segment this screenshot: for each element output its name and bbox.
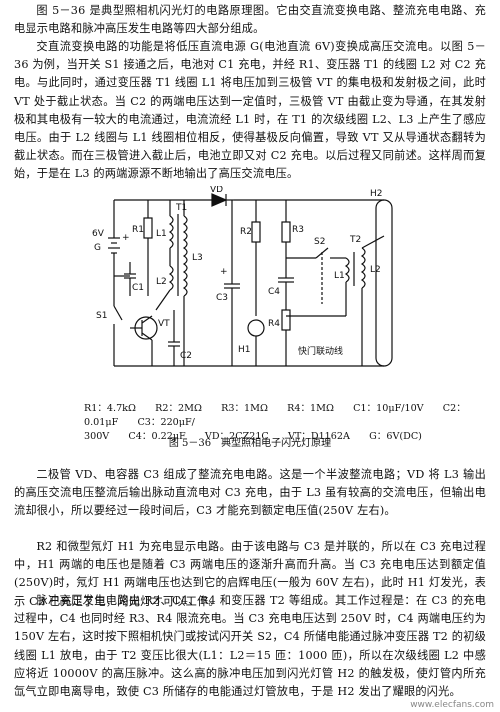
label-c1: C1: [132, 283, 144, 293]
figure-caption: 图 5－36 典型照相电子闪光灯原理: [168, 438, 332, 449]
label-vd: VD: [210, 186, 223, 195]
paragraph-intro: 图 5－36 是典型照相机闪光灯的电路原理图。它由交直流变换电路、整流充电电路、…: [14, 4, 486, 36]
parts-line-2: 300V C4：0.22μF VD：2CZ21C VT：D1162A G：6V(…: [84, 431, 422, 442]
watermark: www.elecfans.com: [410, 700, 494, 710]
label-r1: R1: [132, 225, 144, 235]
label-vt: VT: [158, 319, 170, 329]
label-h1: H1: [238, 345, 251, 355]
label-r2: R2: [240, 227, 252, 237]
label-g: G: [94, 243, 101, 253]
label-c2: C2: [180, 351, 192, 361]
paragraph-charge-indicator: R2 和微型氖灯 H1 为充电显示电路。由于该电路与 C3 是并联的，所以在 C…: [14, 540, 486, 608]
label-t1-l3: L3: [192, 253, 203, 263]
label-r4: R4: [268, 319, 280, 329]
label-t2: T2: [349, 235, 361, 245]
paragraph-ac-dc-conversion: 交直流变换电路的功能是将低压直流电源 G(电池直流 6V)变换成高压交流电。以图…: [14, 40, 486, 181]
label-plus-3: +: [220, 267, 228, 277]
label-plus-1: +: [122, 233, 130, 243]
paragraph-rectifier: 二极管 VD、电容器 C3 组成了整流充电电路。这是一个半波整流电路；VD 将 …: [14, 468, 486, 518]
label-t2-l2: L2: [370, 265, 381, 275]
label-t1-l2: L2: [156, 277, 167, 287]
label-t2-l1: L1: [334, 271, 345, 281]
paragraph-pulse-generator: 脉冲高压发生电路由 R3、C4、R4 和变压器 T2 等组成。其工作过程是：在 …: [14, 594, 486, 699]
label-t1: T1: [175, 203, 187, 213]
label-shutter-link: 快门联动线: [298, 345, 343, 357]
parts-line-1: R1：4.7kΩ R2：2MΩ R3：1MΩ R4：1MΩ C1：10μF/10…: [84, 403, 466, 428]
label-s2: S2: [314, 237, 325, 247]
label-6v: 6V: [92, 229, 105, 239]
label-c3: C3: [216, 293, 228, 303]
parts-list: R1：4.7kΩ R2：2MΩ R3：1MΩ R4：1MΩ C1：10μF/10…: [84, 402, 484, 444]
flash-circuit-diagram: 6V G + C1 S1 R1 T1 L1 L2 L3 VT C2 VD + C…: [92, 186, 393, 367]
label-s1: S1: [96, 311, 107, 321]
label-h2: H2: [370, 189, 383, 199]
label-r3: R3: [292, 225, 304, 235]
label-t1-l1: L1: [156, 229, 167, 239]
label-c4: C4: [268, 287, 280, 297]
